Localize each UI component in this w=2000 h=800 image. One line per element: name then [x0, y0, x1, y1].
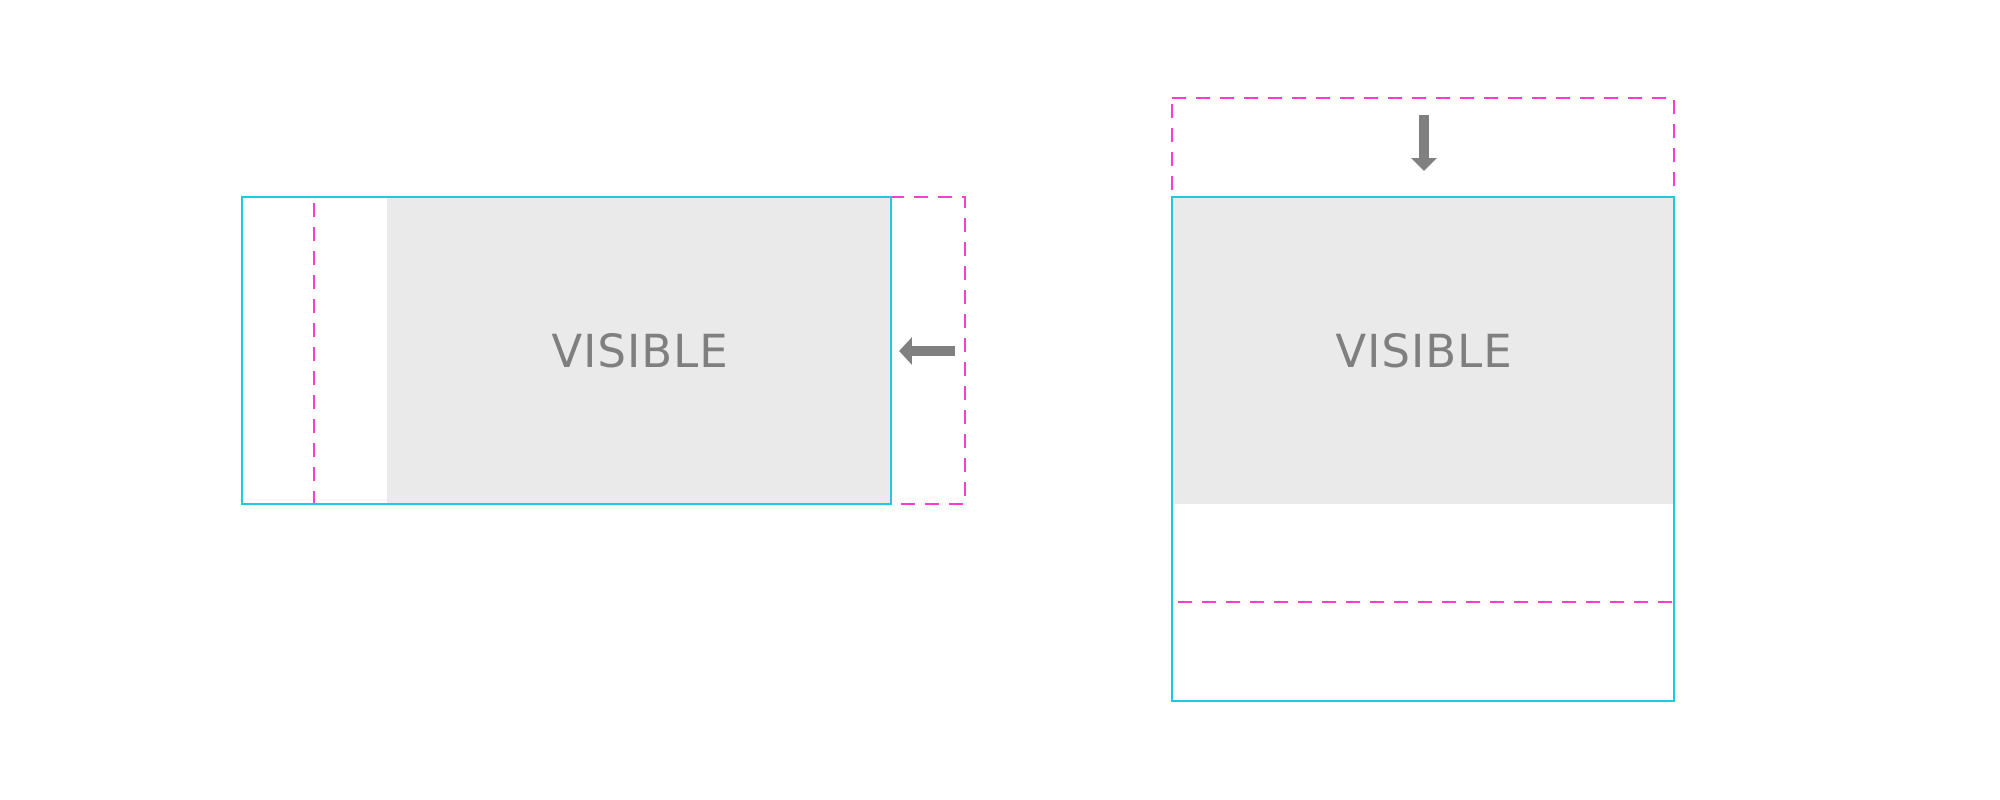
viewport-outline [1171, 196, 1675, 702]
visible-label: VISIBLE [1335, 325, 1512, 378]
visible-label: VISIBLE [551, 325, 728, 378]
vertical-shift-diagram: VISIBLE [1171, 97, 1675, 702]
visible-region [387, 197, 891, 504]
visible-region [1172, 197, 1674, 504]
viewport-outline [241, 196, 892, 505]
arrow-down-icon [1411, 115, 1437, 171]
arrow-left-icon [899, 337, 955, 365]
horizontal-shift-diagram: VISIBLE [241, 196, 966, 505]
